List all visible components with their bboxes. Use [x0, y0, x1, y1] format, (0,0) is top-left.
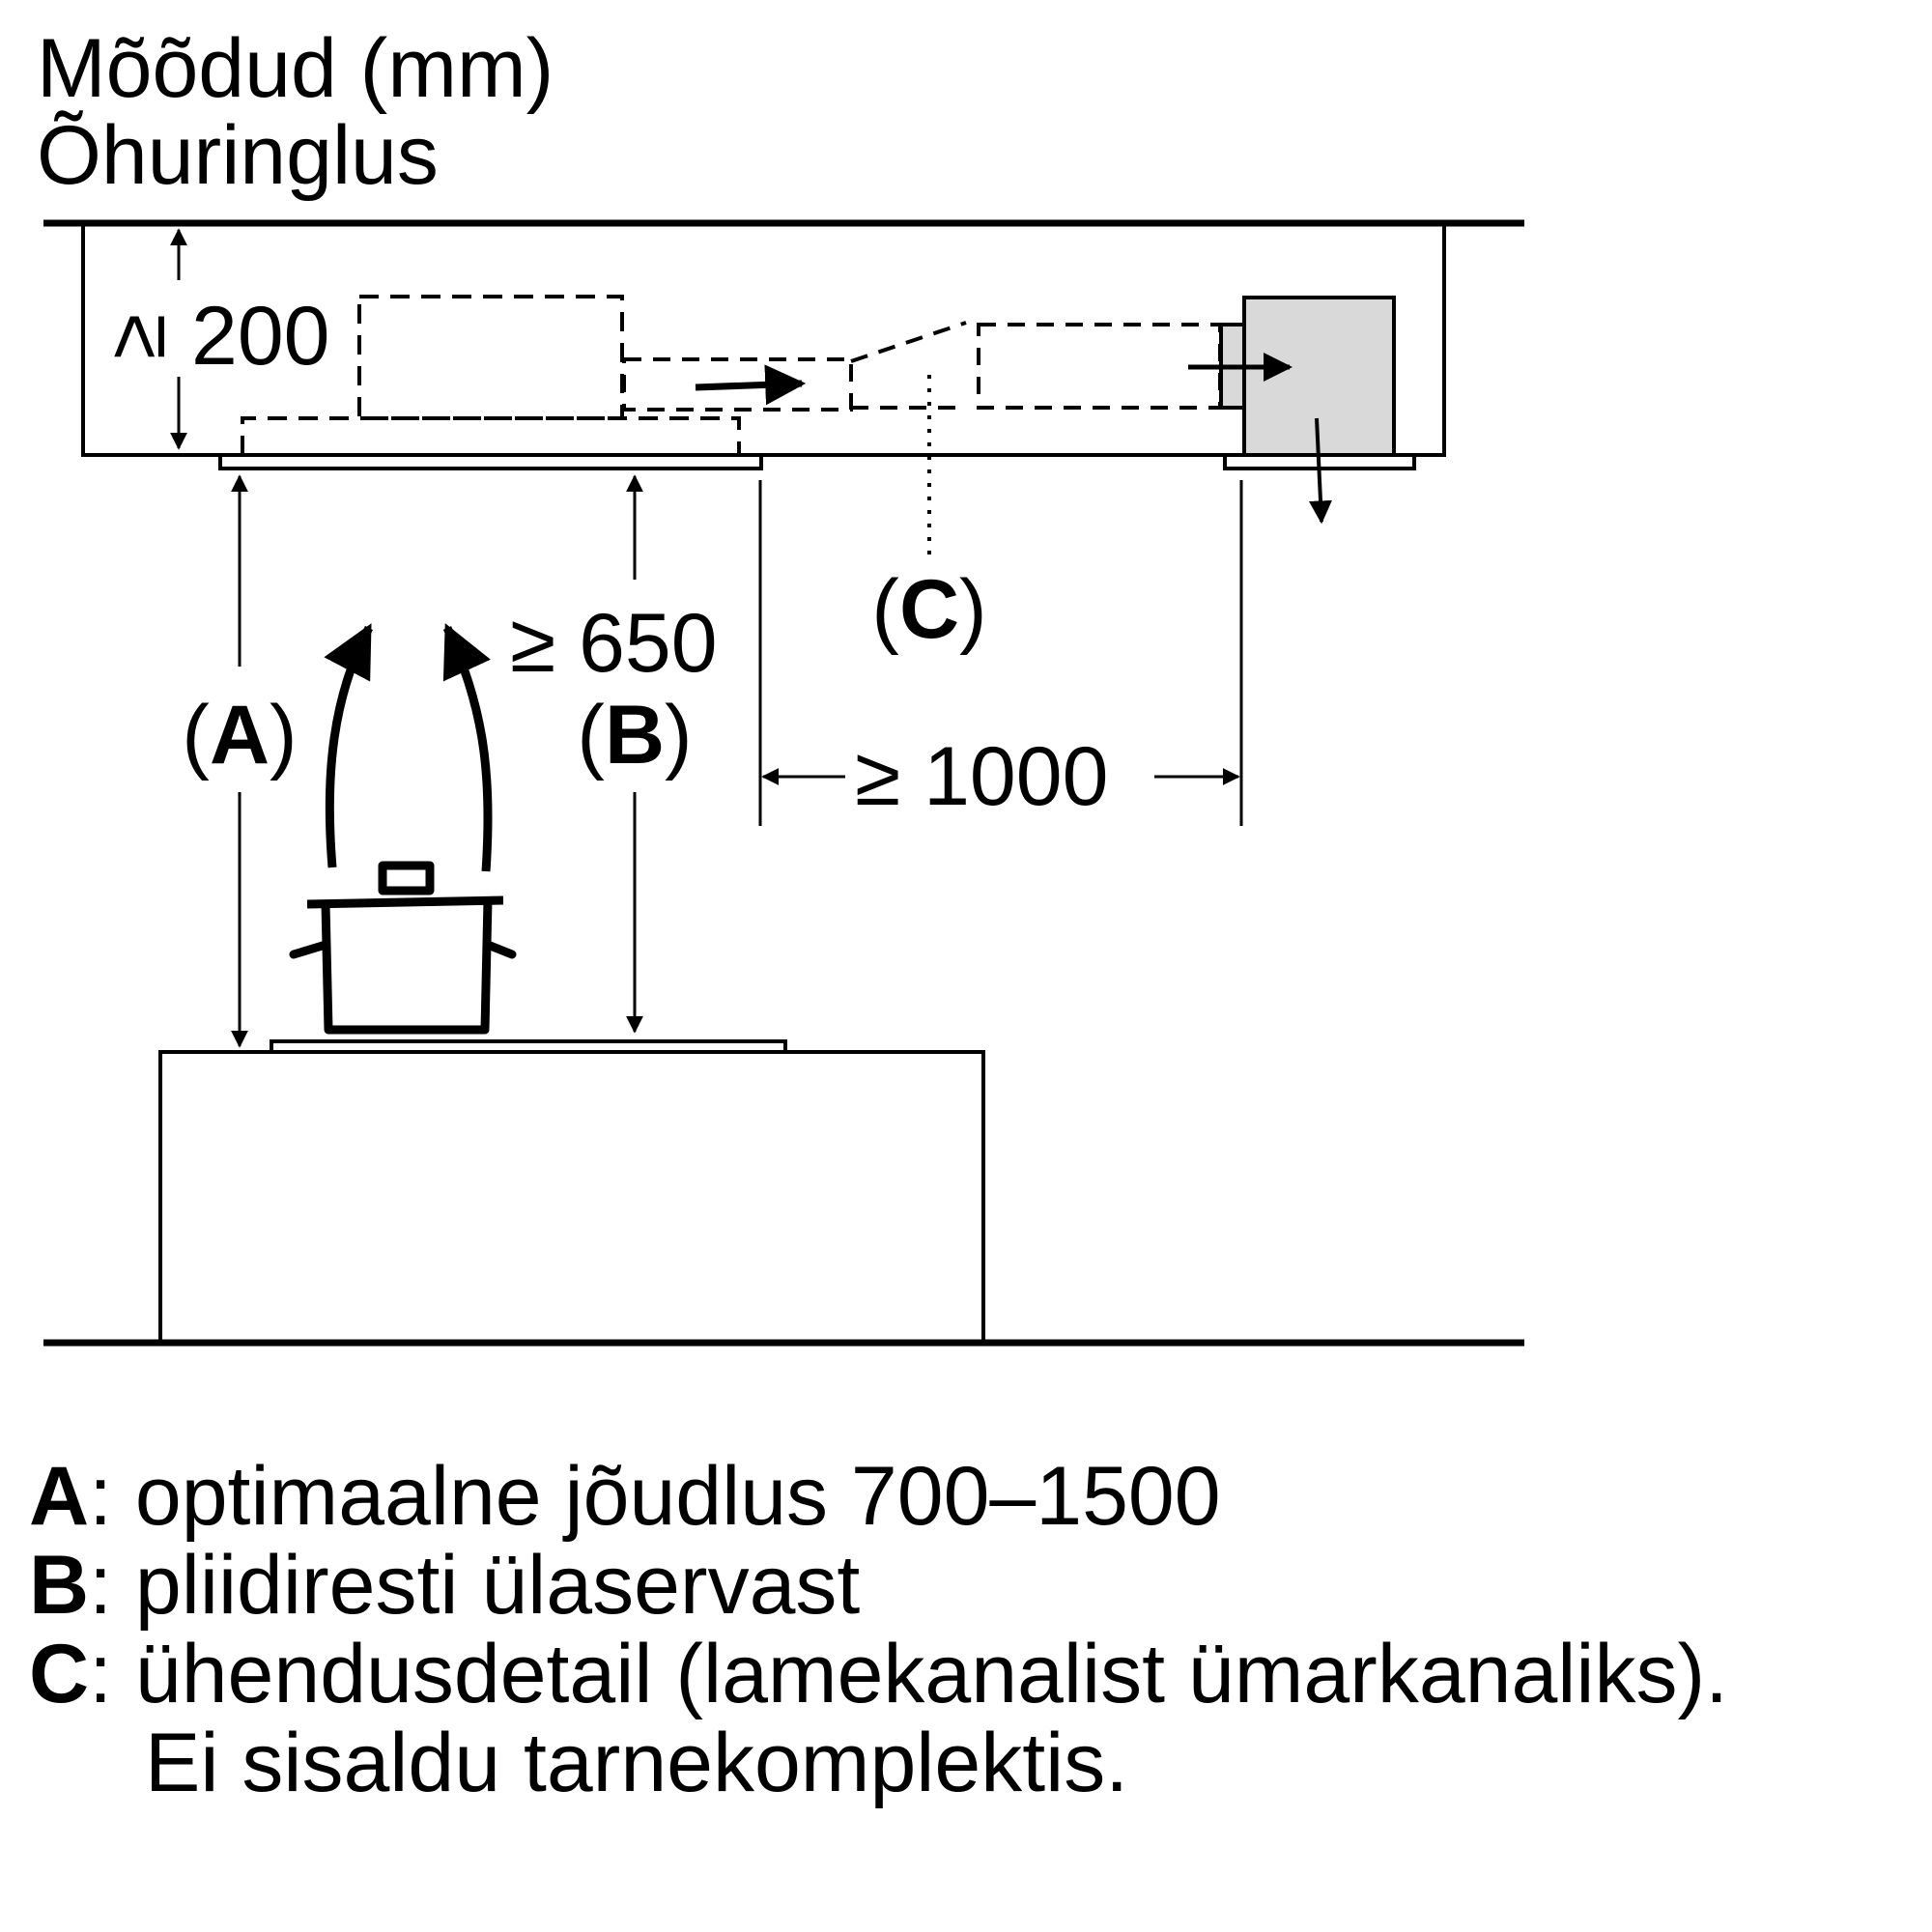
- dim-200-number: 200: [191, 290, 330, 383]
- dim-200-value: ≥: [90, 314, 183, 359]
- legend-item-c: C: ühendusdetail (lamekanalist ümarkanal…: [29, 1633, 1728, 1716]
- ceiling-cavity: [81, 223, 1446, 457]
- dim-650-value: ≥ 650: [510, 597, 718, 690]
- hood-motor-dashed: [357, 295, 624, 420]
- label-c: C: [899, 563, 959, 656]
- svg-text:(A): (A): [182, 689, 297, 781]
- steam-arrow-right: [442, 623, 493, 872]
- legend-key-b: B: [29, 1539, 90, 1632]
- title-dimensions: Mõõdud (mm): [37, 22, 554, 115]
- kitchen-cabinet: [158, 1050, 985, 1343]
- legend-key-a: A: [29, 1450, 90, 1543]
- hood-panel: [218, 453, 763, 470]
- legend-text-c: : ühendusdetail (lamekanalist ümarkanali…: [89, 1628, 1729, 1720]
- round-duct-dashed: [977, 323, 1222, 410]
- label-a: A: [210, 689, 270, 781]
- flat-duct-dashed: [622, 357, 853, 412]
- legend-item-b: B: pliidiresti ülaservast: [29, 1544, 860, 1627]
- label-b: B: [605, 689, 665, 781]
- legend-text-a: : optimaalne jõudlus 700–1500: [89, 1450, 1221, 1543]
- box-outlet-arrow: [1309, 417, 1332, 525]
- legend-item-a: A: optimaalne jõudlus 700–1500: [29, 1455, 1221, 1538]
- title-air-recirculation: Õhuringlus: [37, 109, 439, 202]
- legend-key-c: C: [29, 1628, 90, 1720]
- steam-arrow-left: [324, 623, 373, 868]
- legend-text-b: : pliidiresti ülaservast: [89, 1539, 861, 1632]
- legend-item-c-note: Ei sisaldu tarnekomplektis.: [145, 1717, 1129, 1809]
- svg-text:(B): (B): [577, 689, 692, 781]
- hood-body-dashed: [241, 416, 741, 455]
- connector-c-dashed: [850, 321, 967, 410]
- duct-flow-arrow: [695, 364, 807, 406]
- svg-text:(C): (C): [871, 563, 986, 656]
- pot-icon: [289, 861, 517, 1035]
- dim-1000-value: ≥ 1000: [855, 730, 1108, 823]
